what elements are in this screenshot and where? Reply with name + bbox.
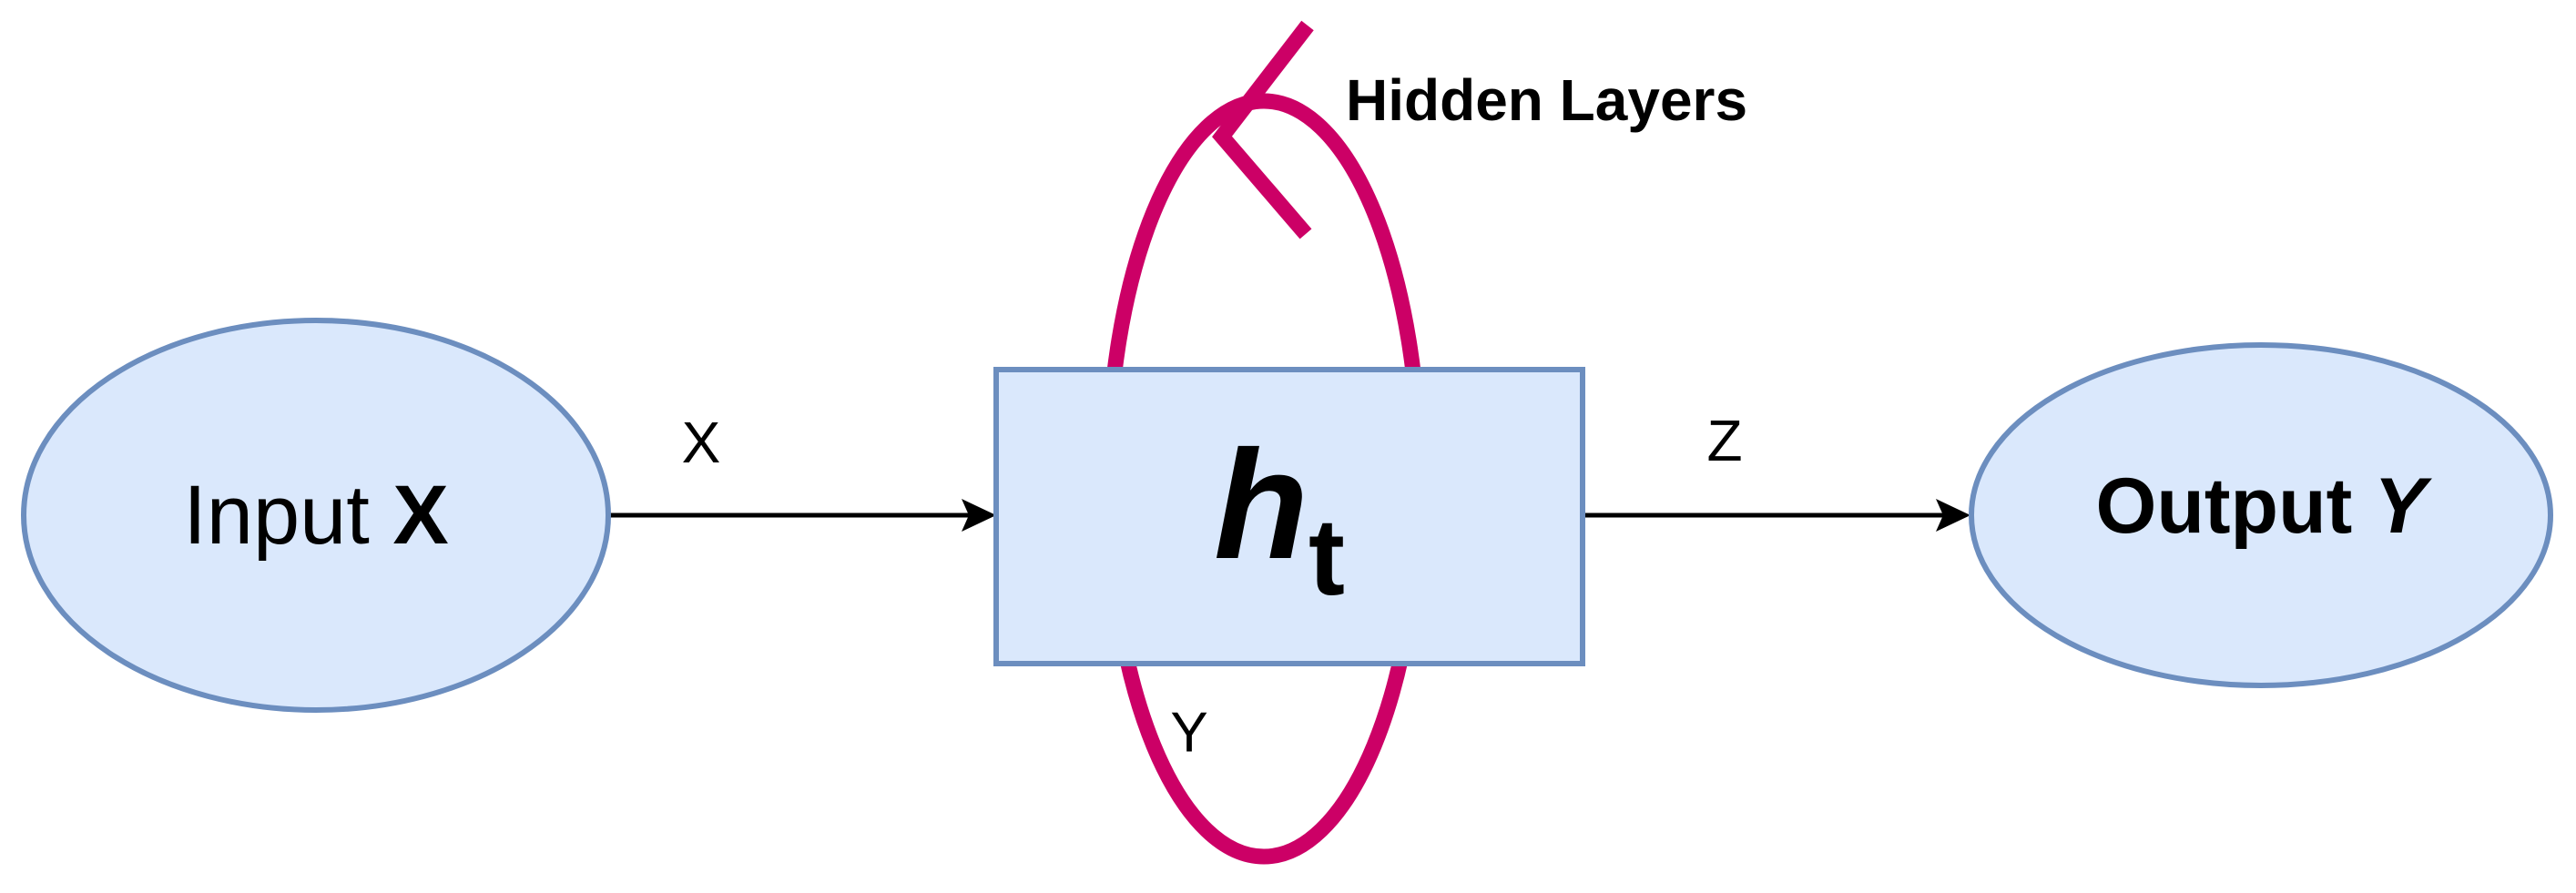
edge-output-arrowhead (1936, 499, 1970, 532)
edge-label-z: Z (1706, 408, 1742, 473)
edge-input-arrowhead (962, 499, 996, 532)
loop-arrowhead (1212, 20, 1314, 239)
input-node-label: Input X (183, 469, 449, 562)
input-node (21, 318, 611, 713)
output-node-label: Output Y (2095, 462, 2432, 550)
hidden-state-label: ht (1214, 419, 1345, 618)
hidden-state-box (993, 367, 1585, 666)
edge-label-x: X (682, 410, 721, 475)
loop-label-y: Y (1170, 702, 1207, 765)
output-node (1969, 342, 2553, 688)
hidden-layers-label: Hidden Layers (1346, 67, 1747, 133)
